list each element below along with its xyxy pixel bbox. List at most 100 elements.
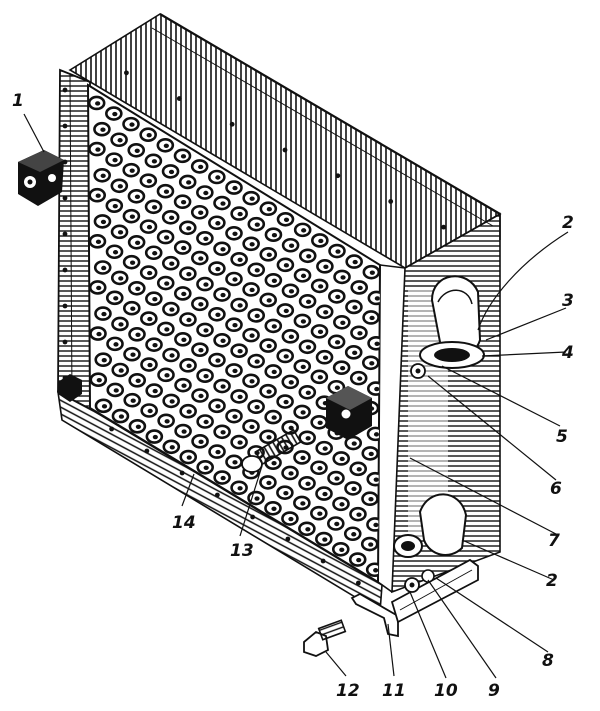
tube-end — [139, 173, 158, 188]
tube-end — [315, 349, 334, 365]
tube-end — [343, 526, 362, 542]
tube-end — [196, 230, 214, 246]
tube-end — [190, 204, 209, 220]
tube-end — [225, 454, 243, 470]
tube-end — [247, 399, 265, 415]
rivet — [62, 87, 68, 93]
tube-end — [156, 183, 175, 199]
callout-3: 3 — [562, 291, 574, 311]
tube-end — [298, 248, 317, 264]
tube-end — [93, 121, 111, 137]
tube-end — [230, 480, 248, 496]
tube-end — [349, 506, 367, 522]
tube-end — [106, 382, 125, 398]
tube-end — [366, 471, 380, 487]
tube-end — [326, 516, 345, 531]
tube-end — [333, 314, 351, 330]
rivet — [144, 448, 150, 454]
tube-end — [179, 312, 197, 327]
tube-end — [144, 153, 163, 169]
tube-end — [139, 219, 158, 234]
callout-10: 10 — [434, 681, 458, 701]
tube-end — [157, 367, 175, 383]
tube-rows — [88, 95, 380, 578]
rivet — [282, 147, 288, 153]
tube-end — [191, 250, 209, 266]
tube-end — [225, 271, 243, 287]
tube-end — [259, 429, 277, 445]
tube-end — [173, 148, 192, 164]
tube-end — [213, 195, 231, 211]
tube-end — [88, 280, 107, 295]
tube-end — [293, 313, 312, 329]
tube-end — [105, 290, 124, 306]
tube-end — [345, 254, 363, 269]
tube-end — [281, 511, 299, 526]
tube-end — [208, 261, 226, 276]
tube-end — [366, 381, 380, 396]
tube-end — [264, 318, 283, 334]
tube-end — [298, 475, 316, 491]
tube-end — [230, 206, 248, 221]
tube-end — [93, 168, 112, 183]
rivet — [62, 231, 68, 237]
tube-end — [264, 227, 283, 242]
rivet — [355, 580, 361, 586]
rivet — [62, 339, 68, 345]
tube-end — [242, 236, 260, 252]
tube-end — [281, 465, 299, 481]
cube-plug-left — [18, 150, 64, 206]
rivet — [62, 267, 68, 273]
tube-end — [122, 162, 140, 178]
tube-end — [242, 419, 260, 434]
tube-end — [316, 259, 334, 274]
tube-end — [225, 317, 243, 333]
tube-end — [213, 378, 231, 394]
tube-end — [213, 424, 231, 440]
tube-end — [157, 321, 175, 337]
callout-4: 4 — [561, 343, 574, 363]
tube-end — [293, 450, 311, 465]
tube-end — [196, 459, 214, 475]
tube-end — [298, 293, 317, 309]
tube-end — [276, 394, 294, 409]
tube-end — [89, 372, 108, 387]
tube-end — [94, 398, 113, 414]
rivet — [335, 173, 341, 179]
tube-end — [191, 434, 209, 449]
tube-end — [331, 541, 350, 557]
tube-end — [191, 388, 209, 403]
lower-pipe-elbow — [393, 493, 468, 558]
tube-end — [123, 300, 141, 316]
tube-end — [196, 368, 214, 383]
tube-end — [178, 174, 197, 190]
tube-end — [128, 281, 146, 296]
tube-end — [247, 216, 266, 232]
tube-end — [122, 116, 140, 132]
tube-end — [293, 495, 311, 511]
tube-end — [196, 185, 214, 200]
tube-end — [293, 222, 312, 238]
rivet — [441, 224, 446, 230]
tube-end — [162, 393, 180, 409]
tube-end — [144, 199, 163, 215]
tube-end — [293, 359, 312, 374]
leader-lines — [23, 113, 569, 679]
tube-end — [105, 198, 124, 213]
tube-end — [298, 384, 317, 400]
tube-end — [367, 290, 380, 306]
tube-end — [93, 260, 112, 275]
rivet — [285, 536, 291, 542]
tube-end — [366, 426, 380, 442]
rivet — [179, 470, 185, 476]
tube-end — [156, 229, 175, 245]
tube-end — [367, 335, 380, 351]
tube-end — [281, 329, 300, 344]
drain-bolt — [303, 619, 347, 657]
rivet — [229, 121, 235, 127]
tube-end — [110, 132, 128, 148]
tube-end — [179, 358, 197, 373]
tube-end — [348, 552, 367, 567]
tube-end — [344, 481, 362, 496]
tube-end — [332, 451, 351, 466]
